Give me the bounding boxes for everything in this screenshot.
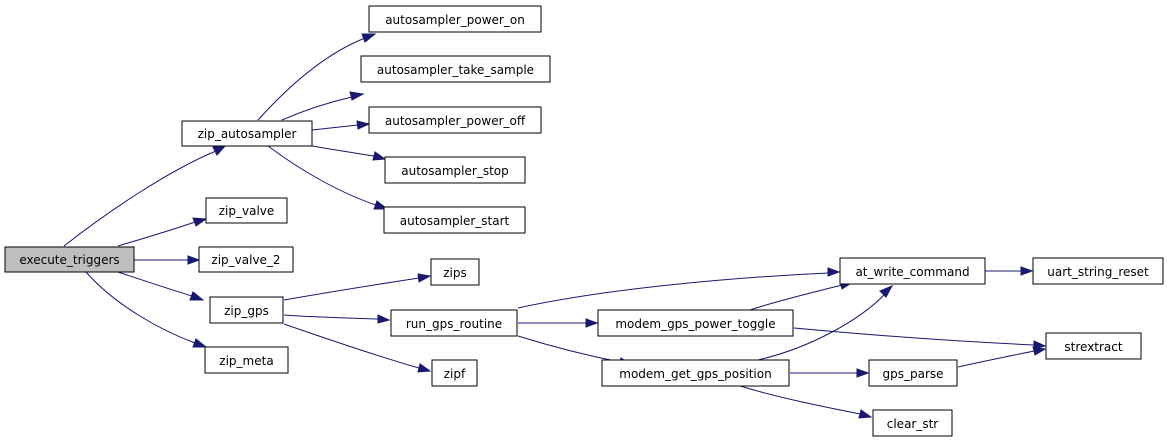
edge-run-gps-routine-to-modem-gps-power-toggle xyxy=(518,318,599,328)
node-label: zip_autosampler xyxy=(198,127,297,141)
node-zip-valve[interactable]: zip_valve xyxy=(205,197,288,224)
node-autosampler-take-sample[interactable]: autosampler_take_sample xyxy=(360,55,551,83)
node-label: clear_str xyxy=(887,417,939,431)
edge-run-gps-routine-to-at-write-command xyxy=(517,267,841,309)
node-label: zip_gps xyxy=(224,304,269,318)
node-label: autosampler_power_on xyxy=(385,13,525,27)
edge-zip-autosampler-to-autosampler-power-on xyxy=(257,33,377,121)
node-run-gps-routine[interactable]: run_gps_routine xyxy=(390,309,518,337)
node-label: modem_get_gps_position xyxy=(619,367,771,381)
node-modem-get-gps-position[interactable]: modem_get_gps_position xyxy=(601,359,790,387)
node-label: at_write_command xyxy=(855,265,969,279)
node-autosampler-start[interactable]: autosampler_start xyxy=(383,206,526,234)
node-label: zips xyxy=(443,266,467,280)
node-autosampler-power-on[interactable]: autosampler_power_on xyxy=(368,5,542,33)
edge-modem-gps-power-toggle-to-strextract xyxy=(793,327,1047,350)
edges xyxy=(63,33,1047,419)
node-zip-valve-2[interactable]: zip_valve_2 xyxy=(198,246,294,273)
edge-at-write-command-to-uart-string-reset xyxy=(985,266,1034,276)
edge-zip-gps-to-zips xyxy=(283,273,432,301)
node-label: zip_meta xyxy=(219,354,273,368)
node-label: modem_gps_power_toggle xyxy=(615,317,775,331)
node-autosampler-stop[interactable]: autosampler_stop xyxy=(384,156,526,184)
node-label: autosampler_take_sample xyxy=(377,63,534,77)
node-zip-gps[interactable]: zip_gps xyxy=(209,296,284,324)
edge-zip-autosampler-to-autosampler-power-off xyxy=(311,120,371,131)
edge-zip-gps-to-run-gps-routine xyxy=(283,314,391,324)
node-zipf[interactable]: zipf xyxy=(431,359,478,387)
node-execute-triggers[interactable]: execute_triggers xyxy=(4,246,135,273)
edge-modem-gps-power-toggle-to-at-write-command xyxy=(749,280,855,311)
edge-modem-get-gps-position-to-at-write-command xyxy=(757,284,894,361)
node-label: zipf xyxy=(444,367,466,381)
edge-execute-triggers-to-zip-valve xyxy=(117,217,208,247)
edge-zip-autosampler-to-autosampler-take-sample xyxy=(281,91,365,121)
edge-modem-get-gps-position-to-clear-str xyxy=(739,385,873,419)
edge-zip-autosampler-to-autosampler-stop xyxy=(311,145,387,161)
edge-execute-triggers-to-zip-meta xyxy=(85,271,208,348)
edge-execute-triggers-to-zip-autosampler xyxy=(63,144,228,247)
node-label: uart_string_reset xyxy=(1047,265,1149,279)
node-label: autosampler_start xyxy=(400,214,510,228)
node-modem-gps-power-toggle[interactable]: modem_gps_power_toggle xyxy=(597,309,794,337)
edge-execute-triggers-to-zip-gps xyxy=(117,271,205,301)
node-uart-string-reset[interactable]: uart_string_reset xyxy=(1032,257,1164,285)
node-label: zip_valve_2 xyxy=(211,253,280,267)
node-at-write-command[interactable]: at_write_command xyxy=(839,257,986,285)
node-label: zip_valve xyxy=(219,204,275,218)
node-label: execute_triggers xyxy=(19,253,119,267)
node-zip-meta[interactable]: zip_meta xyxy=(204,346,289,374)
node-strextract[interactable]: strextract xyxy=(1045,332,1142,360)
node-autosampler-power-off[interactable]: autosampler_power_off xyxy=(368,106,542,134)
edge-gps-parse-to-strextract xyxy=(957,346,1047,368)
node-clear-str[interactable]: clear_str xyxy=(872,409,953,437)
nodes: execute_triggers zip_autosampler zip_val… xyxy=(4,5,1164,437)
node-label: strextract xyxy=(1064,340,1122,354)
node-gps-parse[interactable]: gps_parse xyxy=(868,359,958,387)
node-label: gps_parse xyxy=(882,367,943,381)
edge-zip-gps-to-zipf xyxy=(283,323,432,373)
node-zip-autosampler[interactable]: zip_autosampler xyxy=(181,120,313,147)
node-label: autosampler_stop xyxy=(401,164,508,178)
node-zips[interactable]: zips xyxy=(430,258,480,286)
edge-execute-triggers-to-zip-valve-2 xyxy=(134,255,201,265)
node-label: autosampler_power_off xyxy=(385,114,526,128)
edge-modem-get-gps-position-to-gps-parse xyxy=(790,368,870,378)
node-label: run_gps_routine xyxy=(406,317,502,331)
